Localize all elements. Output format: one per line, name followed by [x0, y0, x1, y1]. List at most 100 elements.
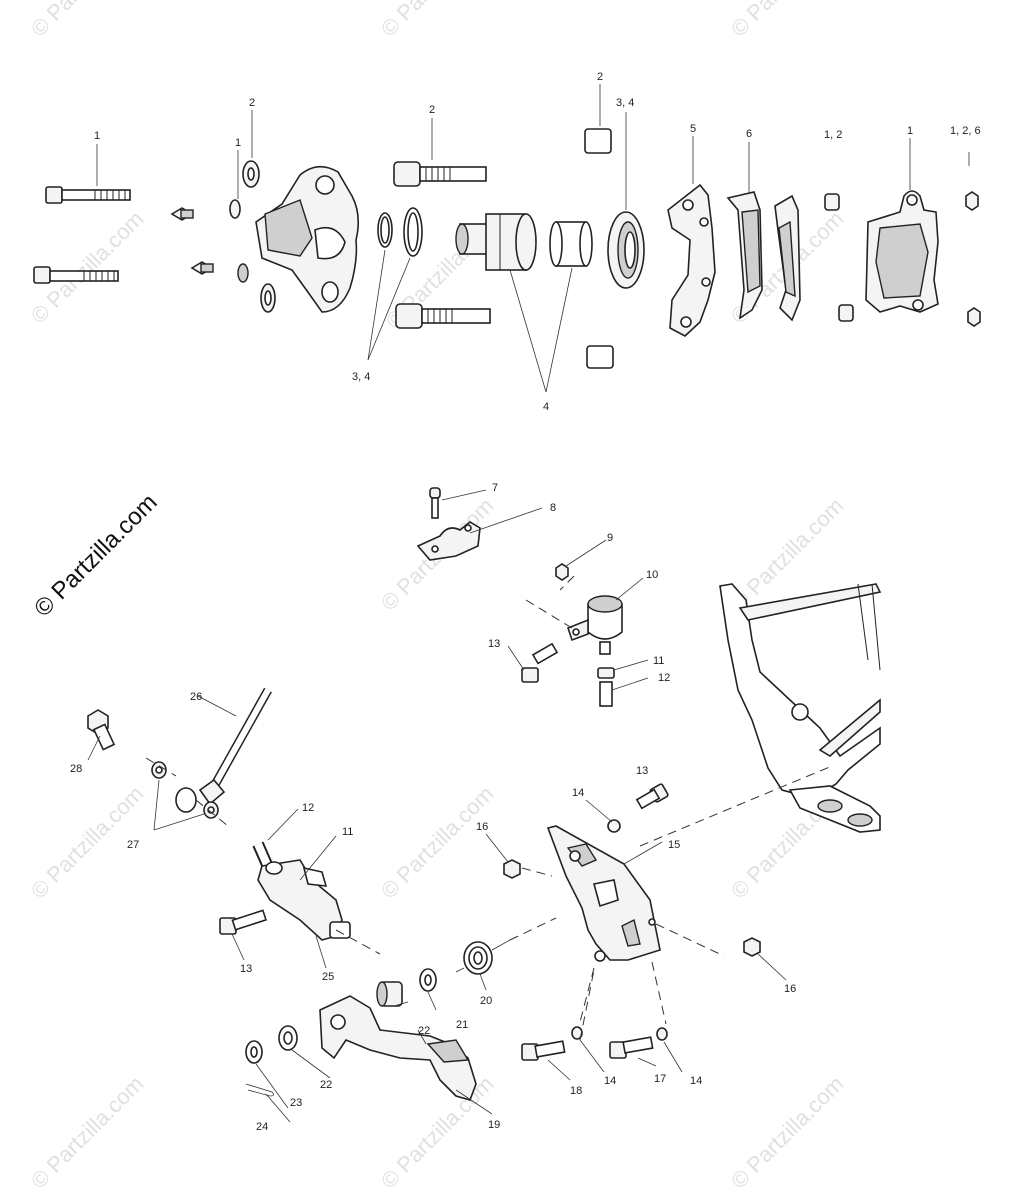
bushing-21 — [376, 981, 403, 1007]
callout-10: 10 — [646, 569, 658, 581]
washer-14-left — [571, 1026, 583, 1040]
reservoir-10 — [567, 595, 623, 655]
callout-1-bolt: 1 — [94, 130, 100, 142]
bushing-bottom — [586, 345, 614, 369]
washer-14-upper — [607, 819, 621, 833]
callout-1-2-6: 1, 2, 6 — [950, 125, 981, 137]
callout-16-left: 16 — [476, 821, 488, 833]
cotter-pin-24 — [245, 1083, 274, 1097]
callout-19: 19 — [488, 1119, 500, 1131]
callout-4-piston: 4 — [543, 401, 549, 413]
bottom-leader-lines — [87, 695, 833, 1123]
callout-13-bracket: 13 — [636, 765, 648, 777]
caliper-piston — [455, 213, 537, 271]
bleeder-valve-lower — [190, 261, 214, 275]
callout-7: 7 — [492, 482, 498, 494]
pin-boot-top — [824, 193, 840, 211]
callout-12-lower: 12 — [302, 802, 314, 814]
bracket-8 — [416, 521, 481, 561]
caliper-bolt-upper — [45, 186, 131, 204]
pin-boot-bottom — [838, 304, 854, 322]
nut-9 — [555, 563, 569, 581]
hose-12 — [599, 681, 613, 707]
bottom-callouts: 26 28 27 12 11 13 25 20 21 22 22 23 24 1… — [70, 691, 796, 1133]
callout-26: 26 — [190, 691, 202, 703]
nut-16-right — [743, 937, 761, 957]
callout-1-2: 1, 2 — [824, 129, 842, 141]
bleeder-valve-upper — [170, 207, 194, 221]
callout-24: 24 — [256, 1121, 268, 1133]
callout-13-cylinder: 13 — [240, 963, 252, 975]
brake-line-26 — [175, 687, 272, 813]
callout-20: 20 — [480, 995, 492, 1007]
callout-16-right: 16 — [784, 983, 796, 995]
washer-14-right — [656, 1027, 668, 1041]
callout-18: 18 — [570, 1085, 582, 1097]
brake-pad-left — [726, 191, 763, 320]
callout-2-washer: 2 — [249, 97, 255, 109]
nut-top — [965, 191, 979, 211]
dust-boot — [607, 211, 645, 289]
caliper-bracket — [667, 183, 716, 337]
washer-1 — [229, 199, 241, 219]
pedal-assembly — [87, 687, 761, 1101]
bolt-13-bracket — [635, 783, 669, 810]
brake-pad-right — [774, 194, 801, 322]
middle-leader-lines — [441, 489, 649, 691]
callout-1-housing: 1 — [907, 125, 913, 137]
piston-plain — [549, 221, 593, 267]
clamp-11 — [597, 667, 615, 679]
callout-22-upper: 22 — [418, 1025, 430, 1037]
brake-pedal-19 — [319, 995, 477, 1101]
callout-17: 17 — [654, 1073, 666, 1085]
callout-8: 8 — [550, 502, 556, 514]
watermark-bottom-right: © Partzilla.com — [726, 1071, 849, 1194]
callout-22-lower: 22 — [320, 1079, 332, 1091]
vehicle-frame-section — [719, 583, 882, 833]
bolt-28 — [87, 709, 116, 751]
washer-lower-small — [237, 263, 249, 283]
pedal-bracket-15 — [546, 825, 661, 962]
callout-5: 5 — [690, 123, 696, 135]
callout-11-lower: 11 — [342, 826, 353, 838]
top-leader-lines — [96, 84, 970, 393]
caliper-housing-inner — [255, 165, 360, 313]
callout-3-4-seals: 3, 4 — [352, 371, 370, 383]
callout-11-clamp: 11 — [653, 655, 664, 667]
callout-14-left: 14 — [604, 1075, 616, 1087]
callout-1-washer: 1 — [235, 137, 241, 149]
nut-16-left — [503, 859, 521, 879]
watermark-row4-mid: © Partzilla.com — [376, 781, 499, 904]
watermark-top-mid: © Partzilla.com — [376, 0, 499, 42]
middle-callouts: 7 8 9 10 13 11 12 — [488, 482, 670, 684]
caliper-housing-outer — [865, 190, 939, 313]
caliper-pin-upper — [393, 161, 487, 187]
screw-13-reservoir — [521, 642, 559, 683]
screw-7 — [429, 487, 441, 519]
bushing-top — [584, 128, 612, 154]
callout-25: 25 — [322, 971, 334, 983]
callout-6: 6 — [746, 128, 752, 140]
callout-13-reservoir: 13 — [488, 638, 500, 650]
callout-21: 21 — [456, 1019, 468, 1031]
top-callouts: 1 2 1 2 2 3, 4 5 6 1, 2 1 1, 2, 6 3, 4 4 — [94, 71, 981, 413]
callout-23: 23 — [290, 1097, 302, 1109]
bolt-17 — [609, 1036, 654, 1059]
watermark-bottom-mid: © Partzilla.com — [376, 1071, 499, 1194]
watermark-large: © Partzilla.com — [29, 489, 162, 622]
callout-9: 9 — [607, 532, 613, 544]
reservoir-bracket-group — [416, 487, 623, 707]
watermark-bottom-left: © Partzilla.com — [26, 1071, 149, 1194]
caliper-assembly — [33, 128, 981, 369]
callout-28: 28 — [70, 763, 82, 775]
bolt-18 — [521, 1040, 566, 1061]
nut-bottom — [967, 307, 981, 327]
watermark-top-right: © Partzilla.com — [726, 0, 849, 42]
callout-15: 15 — [668, 839, 680, 851]
callout-12-hose: 12 — [658, 672, 670, 684]
callout-3-4-boot: 3, 4 — [616, 97, 634, 109]
watermark-top-left: © Partzilla.com — [26, 0, 149, 42]
callout-2-pin: 2 — [429, 104, 435, 116]
caliper-pin-lower — [395, 303, 491, 329]
callout-14-right: 14 — [690, 1075, 702, 1087]
